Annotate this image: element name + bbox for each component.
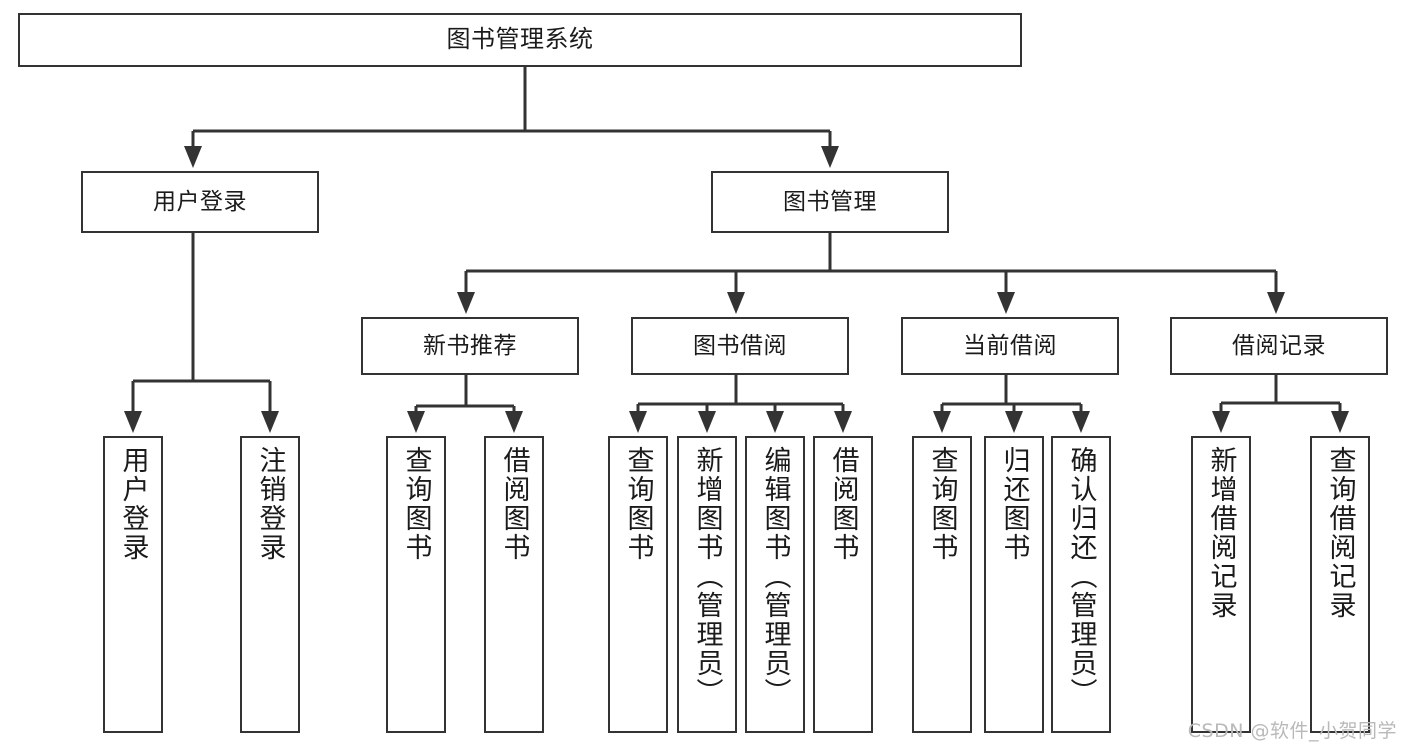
arrowhead-newbooks-to-leaves-0	[407, 411, 425, 433]
node-leaf9[interactable]: 查询图书	[912, 436, 972, 733]
arrowhead-records-to-leaves-1	[1331, 411, 1349, 433]
node-label: 查询借阅记录	[1324, 446, 1356, 620]
node-leaf12[interactable]: 新增借阅记录	[1191, 436, 1251, 733]
node-label: 新书推荐	[423, 332, 517, 359]
node-label: 确认归还（管理员）	[1065, 446, 1097, 707]
node-leaf8[interactable]: 借阅图书	[813, 436, 873, 733]
arrowhead-borrow-to-leaves-0	[629, 411, 647, 433]
node-leaf13[interactable]: 查询借阅记录	[1310, 436, 1370, 733]
node-leaf3[interactable]: 查询图书	[386, 436, 446, 733]
arrowhead-root-to-level1-1	[821, 146, 839, 168]
arrowhead-login-to-leaves-0	[124, 411, 142, 433]
arrowhead-books-to-level2-3	[1267, 292, 1285, 314]
arrowhead-borrow-to-leaves-2	[766, 411, 784, 433]
node-label: 图书借阅	[693, 332, 787, 359]
node-label: 查询图书	[926, 446, 958, 562]
node-label: 归还图书	[998, 446, 1030, 562]
node-l2b[interactable]: 图书借阅	[631, 317, 849, 375]
node-label: 查询图书	[622, 446, 654, 562]
node-leaf11[interactable]: 确认归还（管理员）	[1051, 436, 1111, 733]
arrowhead-login-to-leaves-1	[261, 411, 279, 433]
arrowhead-books-to-level2-1	[727, 292, 745, 314]
node-leaf5[interactable]: 查询图书	[608, 436, 668, 733]
node-l2d[interactable]: 借阅记录	[1170, 317, 1388, 375]
node-label: 用户登录	[153, 188, 247, 215]
node-label: 当前借阅	[963, 332, 1057, 359]
node-label: 编辑图书（管理员）	[759, 446, 791, 707]
node-leaf4[interactable]: 借阅图书	[484, 436, 544, 733]
node-leaf1[interactable]: 用户登录	[103, 436, 163, 733]
node-label: 图书管理	[783, 188, 877, 215]
node-leaf6[interactable]: 新增图书（管理员）	[677, 436, 737, 733]
node-label: 借阅图书	[498, 446, 530, 562]
arrowhead-root-to-level1-0	[184, 146, 202, 168]
watermark-text: CSDN @软件_小贺同学	[1187, 720, 1397, 742]
arrowhead-current-to-leaves-1	[1005, 411, 1023, 433]
node-label: 用户登录	[117, 446, 149, 562]
arrowhead-newbooks-to-leaves-1	[505, 411, 523, 433]
arrowhead-borrow-to-leaves-1	[698, 411, 716, 433]
arrowhead-records-to-leaves-0	[1212, 411, 1230, 433]
arrowhead-books-to-level2-2	[997, 292, 1015, 314]
node-leaf2[interactable]: 注销登录	[240, 436, 300, 733]
node-label: 新增借阅记录	[1205, 446, 1237, 620]
arrowhead-borrow-to-leaves-3	[834, 411, 852, 433]
arrowhead-current-to-leaves-2	[1072, 411, 1090, 433]
node-l1b[interactable]: 图书管理	[711, 171, 949, 233]
node-label: 图书管理系统	[446, 25, 594, 54]
node-label: 查询图书	[400, 446, 432, 562]
node-label: 新增图书（管理员）	[691, 446, 723, 707]
node-leaf7[interactable]: 编辑图书（管理员）	[745, 436, 805, 733]
arrowhead-books-to-level2-0	[457, 292, 475, 314]
node-l1a[interactable]: 用户登录	[81, 171, 319, 233]
node-leaf10[interactable]: 归还图书	[984, 436, 1044, 733]
node-label: 注销登录	[254, 446, 286, 562]
node-root[interactable]: 图书管理系统	[18, 13, 1022, 67]
node-label: 借阅记录	[1232, 332, 1326, 359]
arrowhead-current-to-leaves-0	[933, 411, 951, 433]
node-label: 借阅图书	[827, 446, 859, 562]
node-l2a[interactable]: 新书推荐	[361, 317, 579, 375]
node-l2c[interactable]: 当前借阅	[901, 317, 1119, 375]
